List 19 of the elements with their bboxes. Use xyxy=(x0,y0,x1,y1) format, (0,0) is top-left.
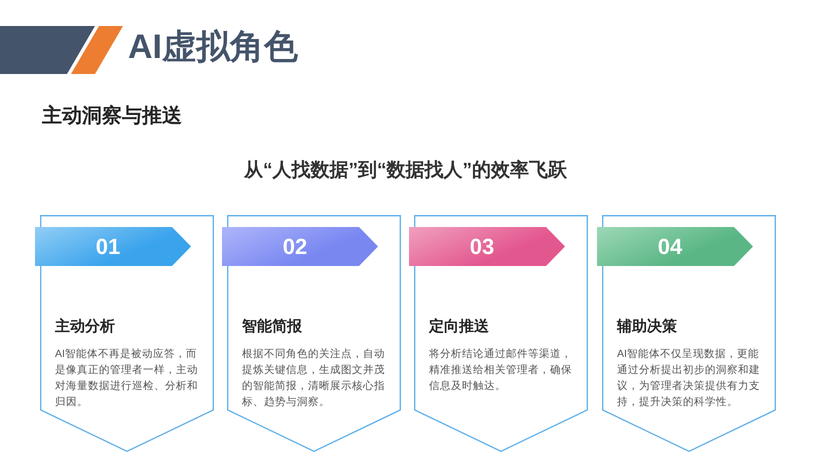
step-number: 01 xyxy=(96,236,120,258)
card-heading: 智能简报 xyxy=(242,318,302,336)
step-number: 02 xyxy=(282,236,308,258)
card-description: AI智能体不再是被动应答，而是像真正的管理者一样，主动对海量数据进行巡检、分析和归因。 xyxy=(55,347,199,410)
card-heading: 辅助决策 xyxy=(617,318,677,336)
card-heading: 定向推送 xyxy=(429,318,489,336)
chevron-banner xyxy=(35,227,191,266)
chevron-banner xyxy=(409,227,565,266)
card-description: 根据不同角色的关注点，自动提炼关键信息，生成图文并茂的智能简报，清晰展示核心指标、趋势与洞察。 xyxy=(242,347,386,410)
chevron-banner xyxy=(222,227,378,266)
chevron-banner xyxy=(597,227,753,266)
step-number: 03 xyxy=(470,236,494,258)
card-description: AI智能体不仅呈现数据，更能通过分析提出初步的洞察和建议，为管理者决策提供有力支持，提升决策的科学性。 xyxy=(617,347,761,410)
card-description: 将分析结论通过邮件等渠道，精准推送给相关管理者，确保信息及时触达。 xyxy=(429,347,573,394)
tagline-heading: 从“人找数据”到“数据找人”的效率飞跃 xyxy=(244,160,567,181)
card-heading: 主动分析 xyxy=(55,318,115,336)
section-heading: 主动洞察与推送 xyxy=(42,105,182,127)
slide-title: AI虚拟角色 xyxy=(128,29,298,66)
step-number: 04 xyxy=(658,236,682,258)
